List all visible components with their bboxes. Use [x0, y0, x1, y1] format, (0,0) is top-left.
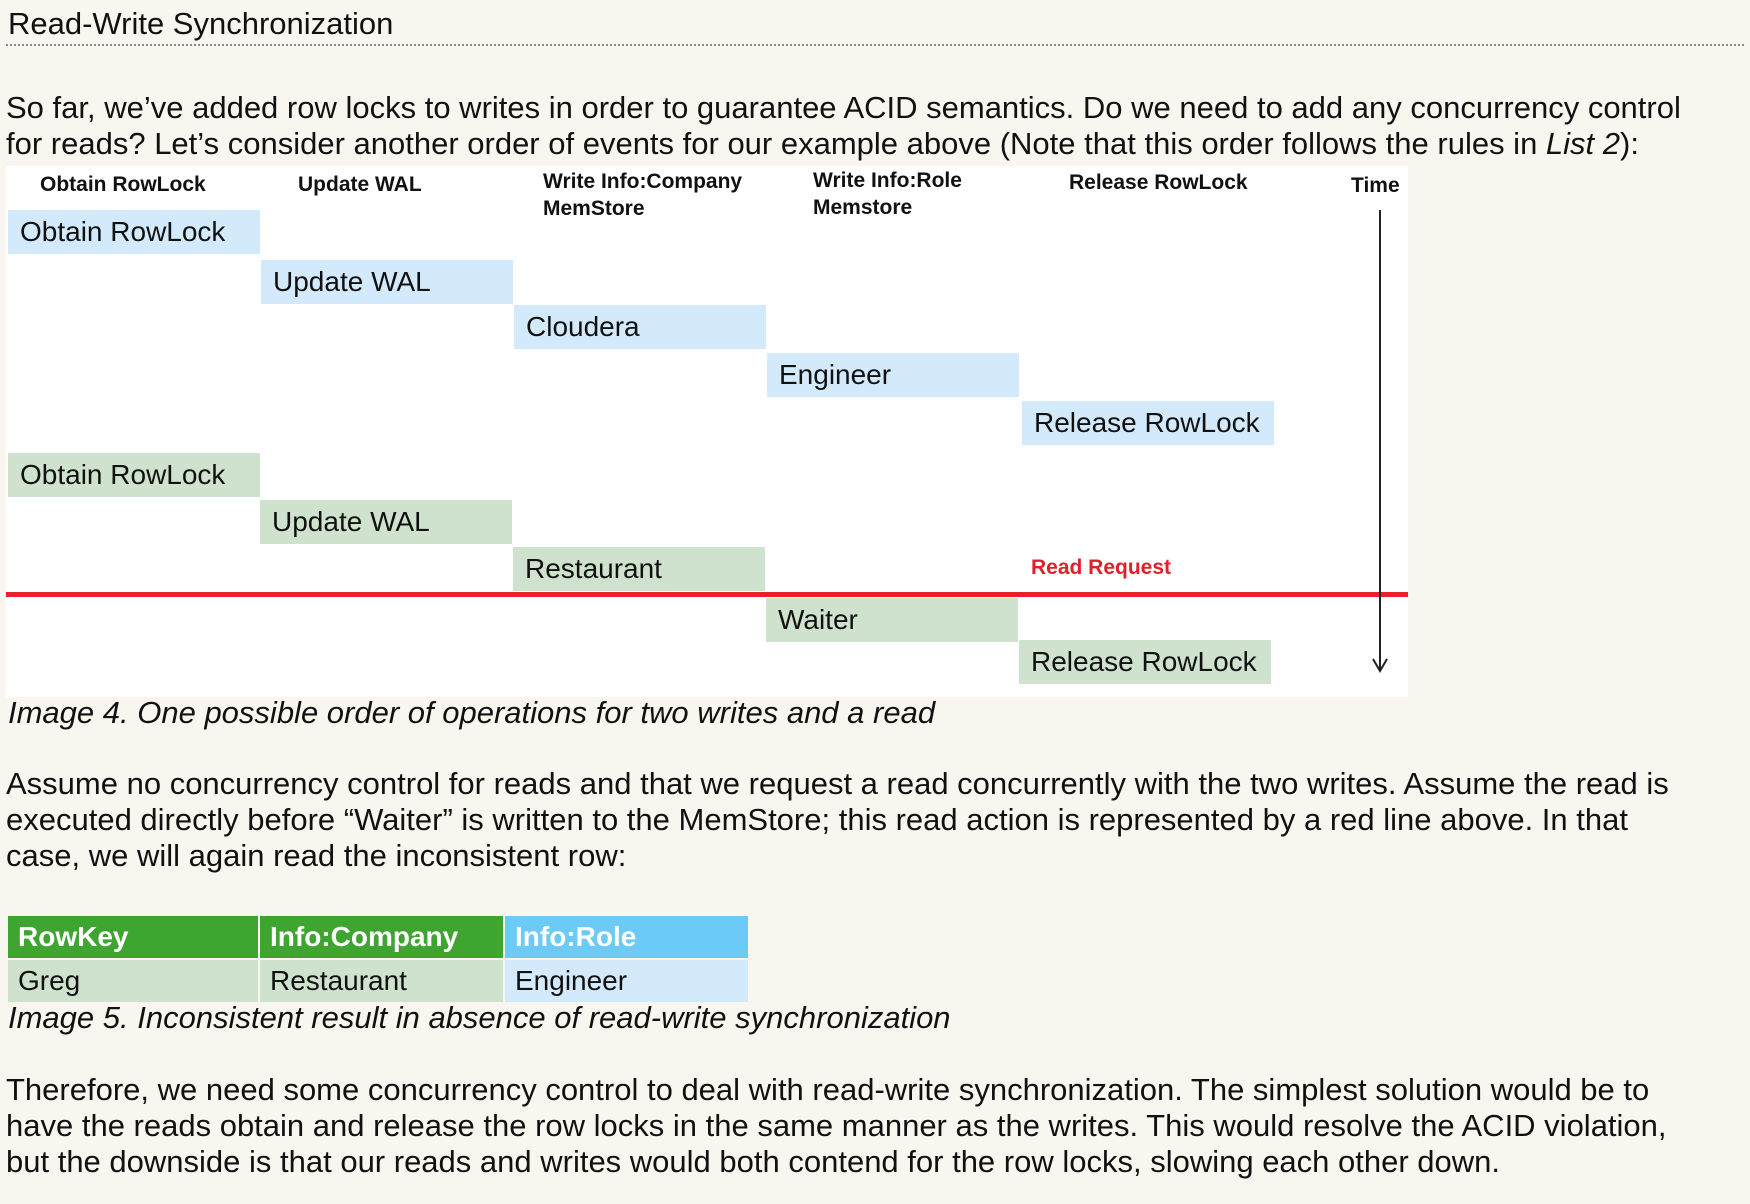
write2-step-obtain-rowlock: Obtain RowLock: [8, 453, 260, 497]
section-heading: Read-Write Synchronization: [8, 6, 394, 41]
column-header-write-company-line1: Write Info:Company: [543, 170, 743, 193]
read-request-label: Read Request: [1031, 556, 1172, 579]
column-header-update-wal: Update WAL: [298, 173, 422, 196]
image4-caption: Image 4. One possible order of operation…: [8, 695, 936, 730]
write1-step-release-rowlock: Release RowLock: [1022, 401, 1274, 445]
intro-line-2-end: ):: [1620, 126, 1639, 161]
table-header-row: RowKey Info:Company Info:Role: [8, 916, 748, 958]
write2-step-role-waiter: Waiter: [766, 598, 1018, 642]
concurrency-line-3: case, we will again read the inconsisten…: [6, 838, 627, 873]
column-header-write-company-line2: MemStore: [543, 197, 645, 220]
concurrency-paragraph: Assume no concurrency control for reads …: [6, 766, 1746, 874]
cell-info-role: Engineer: [505, 960, 748, 1002]
time-label: Time: [1351, 174, 1400, 197]
column-header-release-rowlock: Release RowLock: [1069, 171, 1248, 194]
inconsistent-row-table: RowKey Info:Company Info:Role Greg Resta…: [6, 914, 750, 1004]
intro-line-2: for reads? Let’s consider another order …: [6, 126, 1746, 162]
concurrency-line-1: Assume no concurrency control for reads …: [6, 766, 1669, 801]
intro-paragraph: So far, we’ve added row locks to writes …: [6, 90, 1746, 162]
column-header-write-role-line2: Memstore: [813, 196, 913, 219]
write2-step-update-wal: Update WAL: [260, 500, 512, 544]
table-row: Greg Restaurant Engineer: [8, 960, 748, 1002]
write1-step-company-cloudera: Cloudera: [514, 305, 766, 349]
time-arrow-icon: [1372, 210, 1388, 673]
intro-line-1: So far, we’ve added row locks to writes …: [6, 90, 1681, 125]
conclusion-line-1: Therefore, we need some concurrency cont…: [6, 1072, 1650, 1107]
image5-caption: Image 5. Inconsistent result in absence …: [8, 1000, 951, 1035]
column-header-write-company: Write Info:Company MemStore: [543, 168, 742, 222]
column-header-obtain-rowlock: Obtain RowLock: [40, 173, 206, 196]
cell-info-company: Restaurant: [260, 960, 503, 1002]
write1-step-role-engineer: Engineer: [767, 353, 1019, 397]
write1-step-obtain-rowlock: Obtain RowLock: [8, 210, 260, 254]
operations-order-diagram: Obtain RowLock Update WAL Write Info:Com…: [6, 166, 1408, 697]
intro-line-2-text: for reads? Let’s consider another order …: [6, 126, 1546, 161]
write2-step-company-restaurant: Restaurant: [513, 547, 765, 591]
heading-divider: [6, 44, 1744, 46]
header-info-role: Info:Role: [505, 916, 748, 958]
conclusion-line-2: have the reads obtain and release the ro…: [6, 1108, 1667, 1143]
list-reference: List 2: [1545, 126, 1621, 161]
header-info-company: Info:Company: [260, 916, 503, 958]
column-header-write-role: Write Info:Role Memstore: [813, 167, 962, 221]
conclusion-paragraph: Therefore, we need some concurrency cont…: [6, 1072, 1746, 1180]
conclusion-line-3: but the downside is that our reads and w…: [6, 1144, 1501, 1179]
read-request-line: [6, 592, 1408, 597]
concurrency-line-2: executed directly before “Waiter” is wri…: [6, 802, 1628, 837]
header-rowkey: RowKey: [8, 916, 258, 958]
cell-rowkey: Greg: [8, 960, 258, 1002]
column-header-write-role-line1: Write Info:Role: [813, 169, 962, 192]
write2-step-release-rowlock: Release RowLock: [1019, 640, 1271, 684]
write1-step-update-wal: Update WAL: [261, 260, 513, 304]
